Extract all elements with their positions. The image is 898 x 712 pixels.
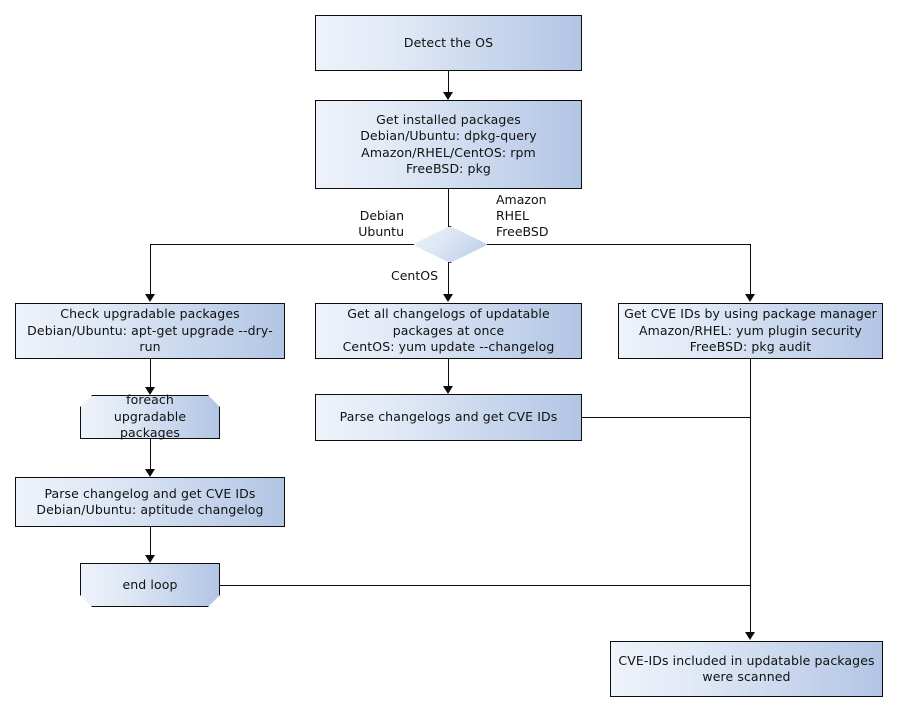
node-parse-changelogs-centos-label: Parse changelogs and get CVE IDs: [339, 409, 558, 425]
edge-decision-left: [150, 244, 414, 246]
arrowhead-decision-left: [145, 294, 155, 302]
edge-foreach-to-parse: [150, 439, 152, 469]
node-scanned-result-label: CVE-IDs included in updatable packages w…: [618, 652, 875, 685]
arrowhead-check-to-foreach: [145, 387, 155, 395]
node-foreach-loop-start[interactable]: foreach upgradable packages: [80, 392, 220, 441]
loop-start-shape: [80, 395, 220, 439]
node-end-loop[interactable]: end loop: [80, 563, 220, 607]
node-get-all-changelogs-label: Get all changelogs of updatable packages…: [342, 306, 555, 355]
edge-label-centos: CentOS: [390, 268, 438, 283]
arrowhead-decision-right: [745, 294, 755, 302]
arrowhead-rail-to-result: [745, 632, 755, 640]
edge-label-debian-ubuntu: Debian Ubuntu: [358, 208, 404, 239]
edge-parse-centos-to-rail: [582, 417, 751, 419]
node-foreach-loop-start-label: foreach upgradable packages: [113, 392, 187, 441]
node-check-upgradable-packages[interactable]: Check upgradable packages Debian/Ubuntu:…: [15, 303, 285, 359]
edge-changelogs-to-parse: [448, 359, 450, 386]
edge-packages-to-decision: [448, 189, 450, 227]
node-get-installed-packages[interactable]: Get installed packages Debian/Ubuntu: dp…: [315, 100, 582, 189]
edge-decision-left-drop: [150, 244, 152, 294]
edge-endloop-to-rail: [220, 585, 751, 587]
node-end-loop-label: end loop: [122, 576, 178, 592]
edge-detect-to-packages: [448, 71, 450, 92]
edge-decision-right-drop: [750, 244, 752, 294]
node-scanned-result[interactable]: CVE-IDs included in updatable packages w…: [610, 641, 883, 697]
node-get-cve-ids-package-manager[interactable]: Get CVE IDs by using package manager Ama…: [618, 303, 883, 359]
node-get-installed-packages-label: Get installed packages Debian/Ubuntu: dp…: [360, 111, 537, 177]
edge-parse-to-endloop: [150, 527, 152, 555]
loop-end-shape: [80, 563, 220, 607]
edge-label-amazon-rhel-freebsd: Amazon RHEL FreeBSD: [496, 192, 549, 239]
node-check-upgradable-packages-label: Check upgradable packages Debian/Ubuntu:…: [27, 306, 273, 355]
node-detect-os[interactable]: Detect the OS: [315, 15, 582, 71]
decision-diamond-shape: [412, 226, 488, 263]
edge-decision-down: [448, 262, 450, 294]
arrowhead-foreach-to-parse: [145, 469, 155, 477]
edge-decision-right: [487, 244, 751, 246]
edge-rail-to-result: [750, 359, 752, 632]
node-parse-changelogs-centos[interactable]: Parse changelogs and get CVE IDs: [315, 394, 582, 441]
node-os-decision[interactable]: [412, 226, 488, 263]
node-parse-changelog-debian-label: Parse changelog and get CVE IDs Debian/U…: [36, 485, 264, 518]
node-get-cve-ids-package-manager-label: Get CVE IDs by using package manager Ama…: [624, 306, 877, 355]
edge-check-to-foreach: [150, 359, 152, 387]
node-get-all-changelogs[interactable]: Get all changelogs of updatable packages…: [315, 303, 582, 359]
arrowhead-detect-to-packages: [443, 92, 453, 100]
node-parse-changelog-debian[interactable]: Parse changelog and get CVE IDs Debian/U…: [15, 477, 285, 527]
arrowhead-parse-to-endloop: [145, 555, 155, 563]
arrowhead-changelogs-to-parse: [443, 386, 453, 394]
arrowhead-decision-down: [443, 294, 453, 302]
node-detect-os-label: Detect the OS: [403, 34, 494, 50]
